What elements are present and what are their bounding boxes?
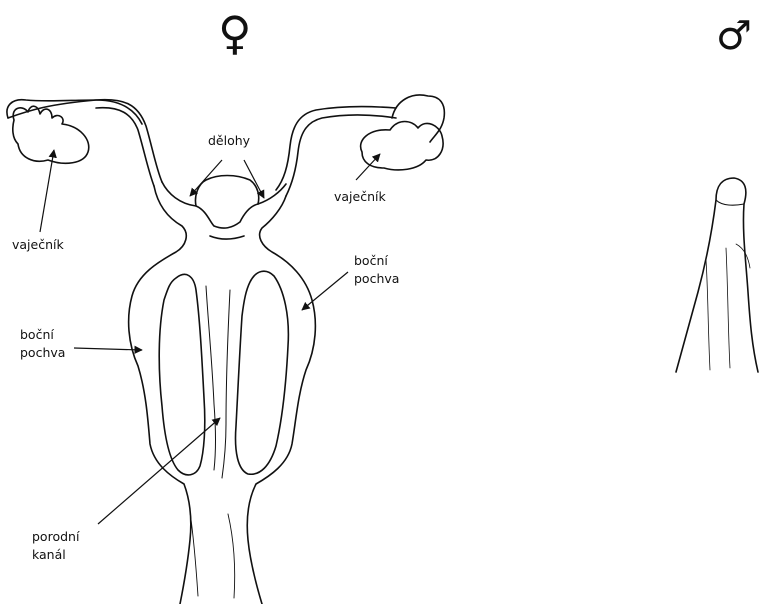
uterus-notch (162, 182, 286, 228)
label-ovary-left: vaječník (12, 236, 64, 254)
arrow-uteri-left (190, 160, 222, 196)
right-lateral-vagina-inner (236, 271, 289, 474)
right-oviduct (276, 107, 396, 190)
left-ovary (13, 106, 89, 163)
label-lateral-vagina-left-2: pochva (20, 344, 65, 362)
female-symbol: ♀ (218, 10, 252, 56)
label-birth-canal-2: kanál (32, 546, 66, 564)
label-birth-canal-1: porodní (32, 528, 79, 546)
left-oviduct (8, 100, 162, 182)
label-uteri: dělohy (208, 132, 250, 150)
label-lateral-vagina-left-1: boční (20, 326, 54, 344)
male-symbol: ♂ (716, 16, 752, 56)
left-lateral-vagina-inner (159, 274, 205, 475)
right-ovary-fimbria (392, 95, 444, 142)
arrow-birth-canal (98, 418, 220, 524)
uterus-outline (129, 186, 191, 604)
label-lateral-vagina-right-1: boční (354, 252, 388, 270)
male-organ-outline (676, 178, 758, 372)
central-canal-line (206, 286, 216, 470)
arrow-ovary-left (40, 150, 54, 232)
label-ovary-right: vaječník (334, 188, 386, 206)
right-ovary (361, 122, 443, 170)
label-lateral-vagina-right-2: pochva (354, 270, 399, 288)
